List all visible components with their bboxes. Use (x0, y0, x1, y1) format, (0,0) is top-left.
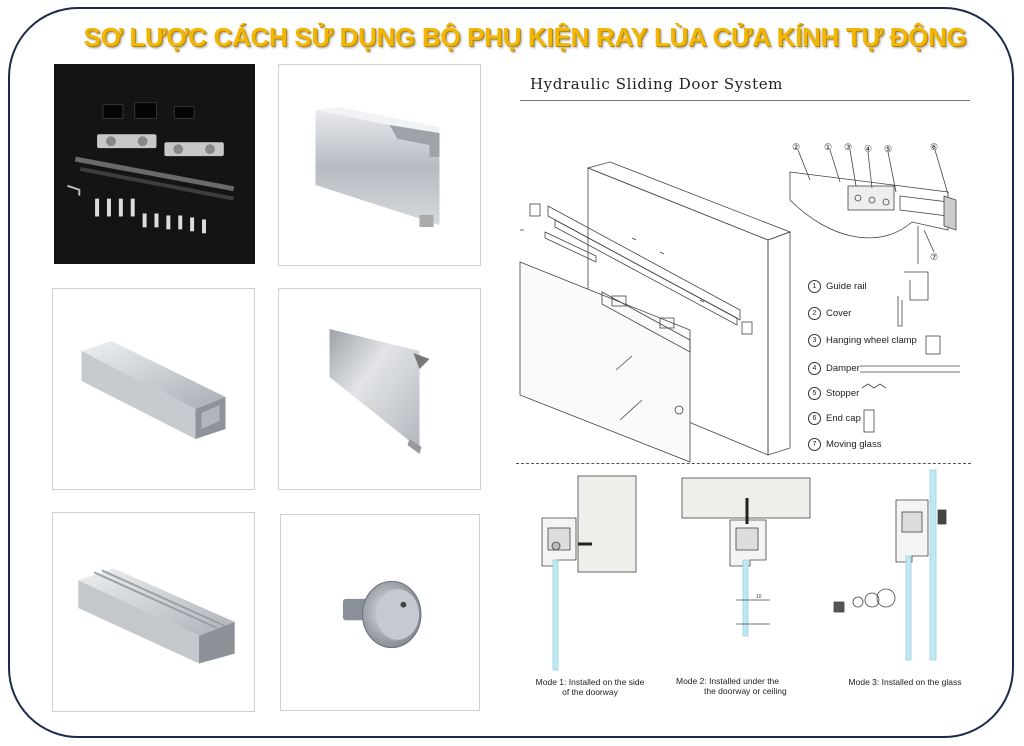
legend-num: 4 (808, 362, 821, 375)
legend-item-cover: 2 Cover (808, 307, 851, 320)
legend-num: 1 (808, 280, 821, 293)
callout-2: ② (792, 142, 800, 152)
photo-end-cover (278, 288, 481, 490)
guide-rail-u-image (81, 341, 226, 439)
photo-stopper (280, 514, 480, 711)
legend-num: 3 (808, 334, 821, 347)
legend-label: Moving glass (826, 439, 882, 451)
legend-item-guide-rail: 1 Guide rail (808, 280, 867, 293)
callout-6: ⑥ (930, 142, 938, 152)
exploded-view-drawing: ② ① ③ ④ ⑤ ⑥ ⑦ 10 (519, 142, 960, 671)
guide-rail-double-image (78, 568, 235, 664)
legend-item-damper: 4 Damper (808, 362, 860, 375)
mode-2-line-2: the doorway or ceiling (704, 686, 787, 696)
cover-profile-image (315, 107, 440, 227)
callout-5: ⑤ (884, 144, 892, 154)
legend-label: Hanging wheel clamp (826, 335, 917, 347)
legend-item-stopper: 5 Stopper (808, 387, 859, 400)
legend-num: 2 (808, 307, 821, 320)
legend-label: Cover (826, 308, 852, 320)
diagram-title-underline (520, 100, 970, 101)
end-cover-image (329, 329, 430, 454)
diagram-separator (516, 463, 971, 464)
mode-3-line-1: Mode 3: Installed on the glass (848, 677, 962, 687)
callout-1: ① (824, 142, 832, 152)
photo-guide-rail-double (52, 512, 255, 712)
legend-num: 5 (808, 387, 821, 400)
callout-4: ④ (864, 144, 872, 154)
mode-1-caption: Mode 1: Installed on the side of the doo… (528, 677, 652, 697)
legend-num: 7 (808, 438, 821, 451)
legend-label: End cap (826, 413, 861, 425)
callout-7: ⑦ (930, 252, 938, 262)
photo-cover-profile (278, 64, 481, 266)
mode-2-line-1: Mode 2: Installed under the (676, 676, 780, 686)
hardware-kit-image (55, 65, 254, 263)
legend-item-hanging-wheel-clamp: 3 Hanging wheel clamp (808, 334, 917, 347)
legend-item-moving-glass: 7 Moving glass (808, 438, 881, 451)
mode-1-line-2: of the doorway (562, 687, 618, 697)
diagram-title: Hydraulic Sliding Door System (530, 75, 783, 93)
legend-label: Stopper (826, 388, 860, 400)
legend-num: 6 (808, 412, 821, 425)
mode-2-caption: Mode 2: Installed under the the doorway … (676, 676, 804, 696)
legend-item-end-cap: 6 End cap (808, 412, 861, 425)
legend-label: Guide rail (826, 281, 867, 293)
dimension-label: 10 (756, 594, 762, 600)
photo-hardware-kit (54, 64, 255, 264)
legend-label: Damper (826, 363, 860, 375)
page-title: SƠ LƯỢC CÁCH SỬ DỤNG BỘ PHỤ KIỆN RAY LÙA… (83, 22, 967, 52)
technical-diagram: ② ① ③ ④ ⑤ ⑥ ⑦ 10 (512, 68, 982, 708)
stopper-image (342, 580, 422, 649)
callout-3: ③ (844, 142, 852, 152)
mode-1-line-1: Mode 1: Installed on the side (535, 677, 645, 687)
mode-3-caption: Mode 3: Installed on the glass (842, 677, 968, 687)
photo-guide-rail-u (52, 288, 255, 490)
